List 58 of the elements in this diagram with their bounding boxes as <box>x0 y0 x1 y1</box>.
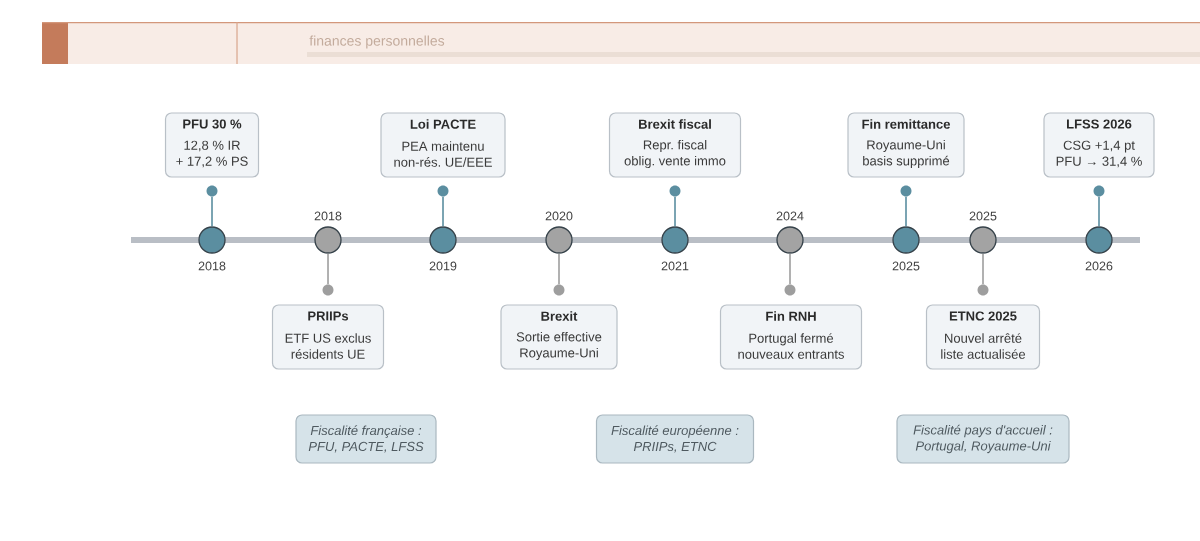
card-text: Repr. fiscal oblig. vente immo <box>624 139 726 169</box>
category-box: Fiscalité européenne : PRIIPs, ETNC <box>595 414 755 464</box>
pin-stem <box>442 195 444 228</box>
milestone-circle <box>198 226 226 254</box>
milestone-circle <box>969 226 997 254</box>
event-card <box>608 112 742 178</box>
card-title: PFU 30 % <box>183 119 242 129</box>
category-box: Fiscalité française : PFU, PACTE, LFSS <box>295 414 437 464</box>
year-label: 2018 <box>314 211 342 221</box>
milestone-circle <box>429 226 457 254</box>
event-card <box>271 304 385 370</box>
card-title: Fin RNH <box>766 311 816 321</box>
year-label: 2021 <box>661 261 689 271</box>
year-label: 2020 <box>545 211 573 221</box>
card-text: ETF US exclus résidents UE <box>285 333 371 359</box>
card-title: Brexit <box>541 311 578 321</box>
card-title: Brexit fiscal <box>639 119 711 129</box>
milestone-circle <box>661 226 689 254</box>
pin-stem <box>558 252 560 286</box>
event-card <box>847 112 965 178</box>
milestone-circle <box>892 226 920 254</box>
card-text: CSG +1,4 pt PFU → 31,4 % <box>1056 140 1142 168</box>
event-card <box>500 304 618 370</box>
event-card <box>380 112 506 178</box>
card-text: 12,8 % IR + 17,2 % PS <box>176 140 248 168</box>
milestone-circle <box>314 226 342 254</box>
pin-stem <box>905 195 907 228</box>
year-label: 2026 <box>1085 261 1113 271</box>
pin-stem <box>982 252 984 286</box>
pin-stem <box>1098 195 1100 228</box>
card-title: ETNC 2025 <box>949 311 1017 321</box>
milestone-circle <box>776 226 804 254</box>
year-label: 2025 <box>969 211 997 221</box>
card-text: PEA maintenu non-rés. UE/EEE <box>394 141 492 167</box>
pin-stem <box>789 252 791 286</box>
tagline: finances personnelles <box>309 35 445 49</box>
card-title: PRIIPs <box>308 311 349 321</box>
card-text: Royaume-Uni basis supprimé <box>863 139 950 169</box>
event-card <box>925 304 1041 370</box>
card-text: Nouvel arrêté liste actualisée <box>941 333 1026 359</box>
milestone-circle <box>1085 226 1113 254</box>
year-label: 2018 <box>198 261 226 271</box>
event-card <box>164 112 260 178</box>
pin-stem <box>327 252 329 286</box>
card-title: Loi PACTE <box>410 119 476 129</box>
pin-stem <box>211 195 213 228</box>
category-box: Fiscalité pays d'accueil : Portugal, Royaume-Uni <box>896 414 1070 464</box>
event-card <box>719 304 863 370</box>
pin-stem <box>674 195 676 228</box>
event-card <box>1043 112 1155 178</box>
milestone-circle <box>545 226 573 254</box>
year-label: 2019 <box>429 261 457 271</box>
year-label: 2025 <box>892 261 920 271</box>
card-title: Fin remittance <box>862 119 950 129</box>
card-text: Portugal fermé nouveaux entrants <box>738 333 844 359</box>
year-label: 2024 <box>776 211 804 221</box>
card-title: LFSS 2026 <box>1067 119 1132 129</box>
card-text: Sortie effective Royaume-Uni <box>516 331 602 361</box>
